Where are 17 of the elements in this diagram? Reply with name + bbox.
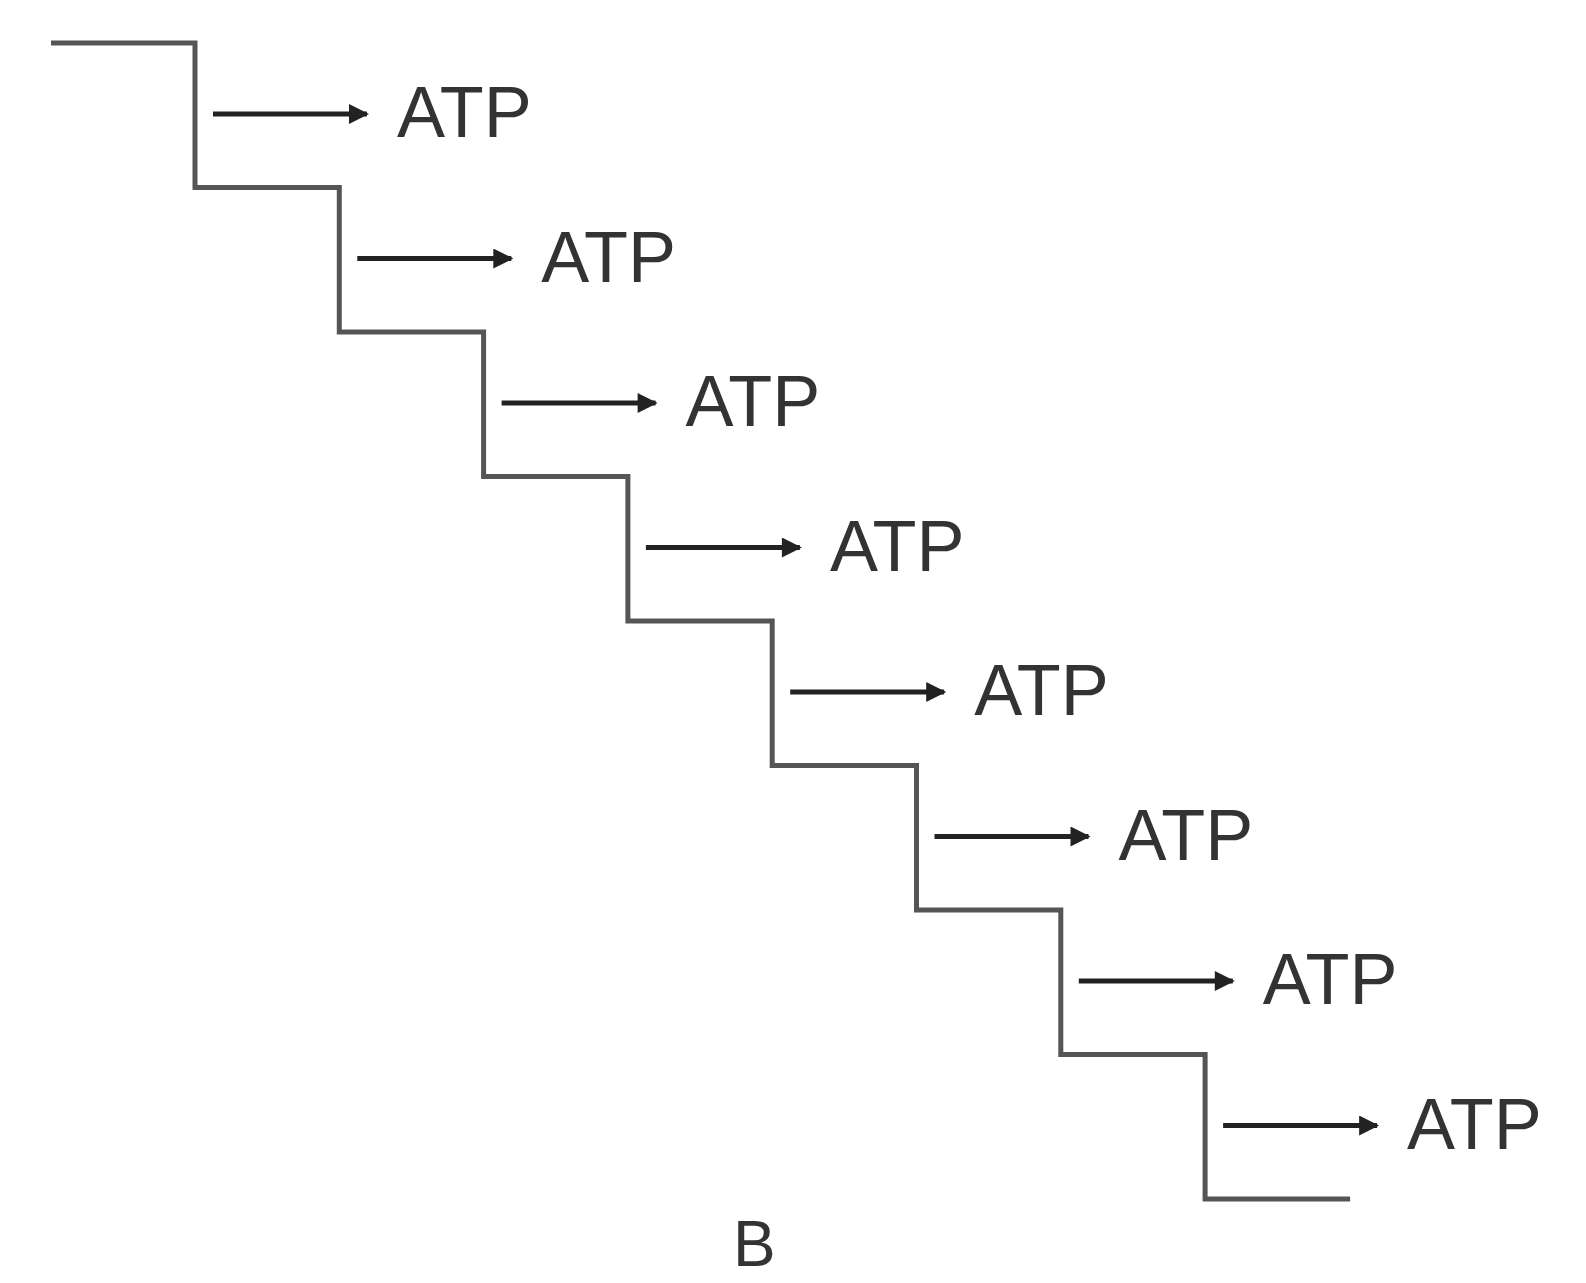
arrow xyxy=(934,826,1091,847)
arrow xyxy=(645,537,802,558)
energy-label: ATP xyxy=(799,505,965,586)
arrow xyxy=(1078,971,1235,991)
arrow xyxy=(1223,1115,1380,1136)
energy-label: ATP xyxy=(1088,794,1254,875)
arrow xyxy=(790,682,947,702)
energy-label: ATP xyxy=(511,216,676,297)
energy-label: ATP xyxy=(1232,939,1398,1019)
energy-label: ATP xyxy=(1377,1083,1542,1164)
arrow xyxy=(501,393,658,413)
energy-label: ATP xyxy=(655,361,821,441)
energy-label: ATP xyxy=(944,650,1109,730)
arrow xyxy=(357,248,514,269)
energy-label: ATP xyxy=(367,72,532,152)
panel-letter: B xyxy=(733,1212,776,1276)
arrow xyxy=(213,104,369,124)
